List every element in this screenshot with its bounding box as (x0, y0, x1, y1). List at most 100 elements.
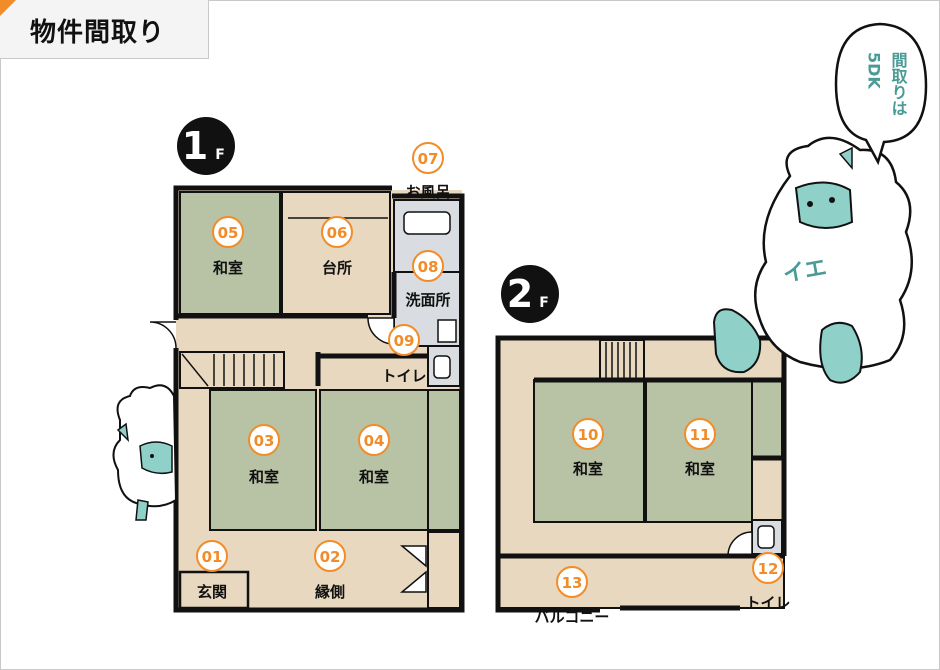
room-10-number: 10 (578, 426, 599, 444)
room-04-area (319, 389, 429, 531)
room-02-number: 02 (320, 548, 341, 566)
room-01-number: 01 (202, 548, 223, 566)
room-02: 02 縁側 (314, 540, 346, 601)
bathtub (403, 211, 451, 235)
room-09-name: トイレ (381, 367, 426, 385)
floor-1-plan: 1 F (149, 117, 465, 613)
small-mascot-face (139, 441, 173, 475)
room-11-area (645, 379, 753, 523)
small-mascot-eye (150, 454, 154, 458)
room-01-area (178, 570, 250, 610)
room-09-number: 09 (394, 332, 415, 350)
room-13-area (497, 555, 785, 609)
floor-2-plan: 2 F (495, 265, 787, 613)
big-mascot-face (794, 181, 854, 229)
small-mascot-illustration (112, 384, 178, 521)
toilet-bowl-1f (433, 355, 451, 379)
room-11-number-badge (684, 418, 716, 450)
washbasin (437, 319, 457, 343)
room-01-name: 玄関 (197, 583, 227, 601)
room-04-name: 和室 (359, 468, 389, 486)
big-mascot-eye-right (829, 197, 835, 203)
speech-bubble-shape (834, 22, 928, 166)
room-11-name: 和室 (685, 460, 715, 478)
room-07-number: 07 (418, 150, 439, 168)
toilet-door-2f (727, 531, 753, 557)
big-mascot-eye-left (807, 201, 813, 207)
floor-2-number: 2 (507, 272, 533, 316)
room-06-area (281, 191, 391, 315)
room-10: 10 和室 (572, 418, 604, 478)
room-01-number-badge (196, 540, 228, 572)
closet-door-a (399, 545, 427, 568)
room-09-number-badge (388, 324, 420, 356)
room-04-number-badge (358, 424, 390, 456)
page-title: 物件間取り (30, 18, 166, 48)
room-05-name: 和室 (213, 259, 243, 277)
walls-1f (173, 185, 465, 613)
walls-2f (495, 335, 787, 613)
big-mascot-right-foot (819, 321, 863, 384)
room-05: 05 和室 (212, 216, 244, 277)
room-11: 11 和室 (684, 418, 716, 478)
stair-treads-2f (605, 342, 637, 378)
floor-1-number: 1 (182, 124, 208, 168)
room-07: 07 お風呂 (405, 142, 451, 201)
room-08-name: 洗面所 (405, 291, 450, 309)
room-07-number-badge (412, 142, 444, 174)
big-mascot-horn (838, 146, 853, 171)
floor-2-badge (501, 265, 559, 323)
speech-bubble: 間取りは 5DK (834, 22, 928, 166)
small-mascot-leg (135, 499, 149, 521)
room-01: 01 玄関 (196, 540, 228, 601)
entry-door-1f (149, 321, 177, 349)
room-06-number: 06 (327, 224, 348, 242)
big-mascot-fur (753, 136, 913, 370)
stair-treads-1f (181, 353, 275, 387)
room-06-name: 台所 (322, 259, 352, 277)
room-03-name: 和室 (249, 468, 279, 486)
big-mascot-left-foot (712, 308, 762, 374)
floor-2-unit: F (539, 295, 549, 311)
room-08-number: 08 (418, 258, 439, 276)
room-12-number: 12 (758, 560, 779, 578)
closet-2f (751, 379, 783, 459)
floor-1-unit: F (215, 147, 225, 163)
room-04-number: 04 (364, 432, 385, 450)
room-03: 03 和室 (248, 424, 280, 486)
bubble-text-col1: 間取りは (889, 52, 908, 116)
closet-door-b (399, 570, 427, 593)
small-mascot-horn (116, 422, 130, 443)
room-13: 13 バルコニー (535, 566, 610, 626)
title-tab: 物件間取り (0, 0, 209, 59)
room-11-number: 11 (690, 426, 711, 444)
room-07-name: お風呂 (405, 183, 450, 201)
room-10-number-badge (572, 418, 604, 450)
room-13-number: 13 (562, 574, 583, 592)
room-12-name: トイレ (745, 594, 790, 612)
room-13-name: バルコニー (535, 608, 610, 626)
room-06-number-badge (321, 216, 353, 248)
room-03-number-badge (248, 424, 280, 456)
title-corner-accent (0, 0, 16, 16)
room-10-area (533, 379, 645, 523)
floor-1-badge (177, 117, 235, 175)
toilet-bowl-2f (757, 525, 775, 549)
room-05-area (179, 191, 281, 315)
room-10-name: 和室 (573, 460, 603, 478)
room-05-number: 05 (218, 224, 239, 242)
closet-1f (427, 389, 461, 531)
room-09: 09 トイレ (381, 324, 427, 385)
room-03-number: 03 (254, 432, 275, 450)
big-mascot-illustration: イエ (712, 136, 913, 384)
room-02-name: 縁側 (315, 583, 345, 601)
room-08: 08 洗面所 (405, 250, 451, 309)
room-04: 04 和室 (358, 424, 390, 486)
room-12: 12 トイレ (745, 552, 791, 612)
storage-1f (427, 531, 461, 609)
room-06: 06 台所 (321, 216, 353, 277)
stairs-1f (179, 351, 285, 389)
room-03-area (209, 389, 317, 531)
room-13-number-badge (556, 566, 588, 598)
